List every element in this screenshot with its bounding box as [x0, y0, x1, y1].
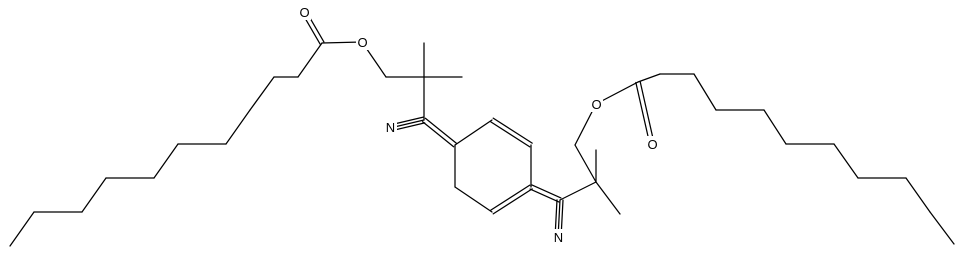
atom-label-ester-oxygen-left: O — [357, 35, 367, 50]
bond-r15-r16 — [929, 211, 955, 245]
bond-rc-ro2 — [635, 81, 651, 146]
atom-label-group-ester-oxygen-left: O — [356, 34, 369, 50]
bond-lcc-r1 — [421, 121, 455, 148]
bond-lc-lo1 — [321, 41, 363, 44]
bond-r12-r13 — [833, 143, 859, 179]
bond-l8-l9 — [249, 76, 275, 111]
bond-r4-rcc — [531, 184, 562, 199]
bond-r4-r5 — [492, 188, 533, 215]
bond-l7-l8 — [225, 109, 251, 145]
bond-lines — [9, 10, 955, 247]
bond-l10-lc — [297, 42, 323, 78]
atom-label-nitrile-nitrogen-left: N — [386, 120, 395, 135]
bond-rq-rm2 — [595, 181, 621, 215]
atom-label-carbonyl-oxygen-right: O — [647, 137, 657, 152]
atom-label-group-nitrile-nitrogen-right: N — [552, 229, 565, 245]
atom-label-group-carbonyl-oxygen-right: O — [646, 136, 659, 152]
bond-l3-l4 — [81, 177, 107, 213]
atom-label-nitrile-nitrogen-right: N — [554, 230, 563, 245]
bond-r5-r6 — [454, 186, 493, 213]
bond-l1-l2 — [9, 211, 35, 247]
bond-r10-r11 — [763, 109, 787, 145]
bond-r4-r5 — [490, 184, 531, 211]
bond-l5-l6 — [153, 143, 179, 179]
bond-rc-ro2 — [639, 80, 655, 145]
bond-r2-r3 — [492, 117, 533, 144]
bond-r8-r9 — [693, 73, 717, 111]
bond-r2-r3 — [490, 121, 531, 148]
atom-label-carbonyl-oxygen-left: O — [299, 5, 309, 20]
bond-r4-rcc — [529, 188, 560, 203]
atom-label-ester-oxygen-right: O — [591, 97, 601, 112]
bond-rq-rch2 — [574, 144, 597, 183]
bond-rcc-rq — [559, 181, 597, 201]
bond-r1-r2 — [454, 119, 493, 146]
atom-label-group-carbonyl-oxygen-left: O — [298, 4, 311, 20]
bond-lcc-r1 — [424, 117, 458, 144]
atom-label-group-nitrile-nitrogen-left: N — [384, 119, 397, 135]
atom-label-group-ester-oxygen-right: O — [590, 96, 603, 112]
bond-r14-r15 — [905, 177, 931, 213]
bond-rc-r7 — [637, 73, 661, 83]
